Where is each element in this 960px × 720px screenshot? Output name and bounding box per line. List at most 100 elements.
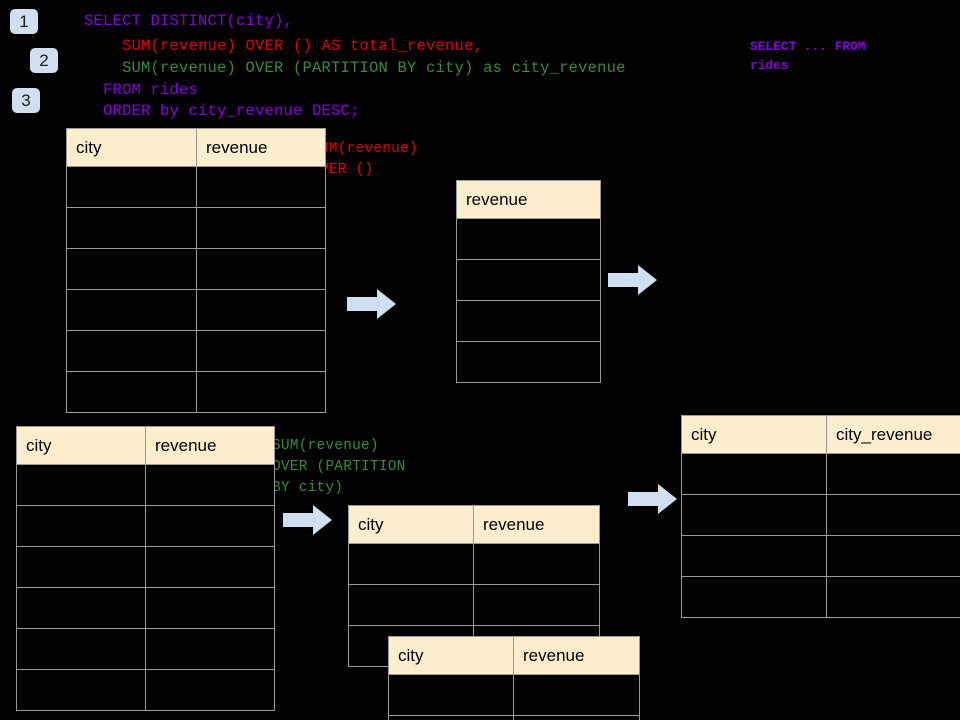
cell-revenue [513, 674, 640, 716]
cell-city [388, 674, 514, 716]
cell-revenue [145, 628, 275, 670]
column-header-revenue: revenue [513, 636, 640, 675]
cell-revenue [145, 669, 275, 711]
cell-revenue [145, 546, 275, 588]
cell-city [66, 330, 197, 372]
cell-revenue [196, 330, 326, 372]
cell-city [16, 669, 146, 711]
cell-city [681, 494, 827, 536]
cell-city [66, 371, 197, 413]
step-badge-1: 1 [10, 9, 38, 34]
table-row [16, 628, 275, 670]
query-line-sum-over-partition: SUM(revenue) OVER (PARTITION BY city) as… [84, 59, 626, 77]
table-row [681, 535, 960, 577]
cell-revenue [456, 259, 601, 301]
table-row [16, 464, 275, 506]
cell-city [66, 248, 197, 290]
table-row [66, 207, 326, 249]
annotation-sum-over-partition: SUM(revenue) OVER (PARTITION BY city) [272, 438, 406, 496]
cell-city [348, 543, 474, 585]
cell-revenue [145, 464, 275, 506]
table-header-row: revenue [456, 180, 601, 219]
table-row [16, 669, 275, 711]
column-header-revenue: revenue [473, 505, 600, 544]
table-row [16, 505, 275, 547]
table-partition-b: city revenue [388, 636, 640, 720]
column-header-revenue: revenue [145, 426, 275, 465]
cell-city-revenue [826, 535, 960, 577]
table-header-row: city city_revenue [681, 415, 960, 454]
cell-city [681, 453, 827, 495]
table-row [66, 166, 326, 208]
cell-city [16, 505, 146, 547]
cell-revenue [196, 371, 326, 413]
arrow-source-to-total [347, 288, 397, 325]
table-row [66, 371, 326, 413]
table-row [388, 674, 640, 716]
table-source-top: city revenue [66, 128, 326, 413]
cell-city [66, 166, 197, 208]
table-source-bottom: city revenue [16, 426, 275, 711]
column-header-revenue: revenue [196, 128, 326, 167]
cell-revenue [196, 289, 326, 331]
cell-revenue [513, 715, 640, 720]
table-row [16, 587, 275, 629]
step-badge-3: 3 [12, 88, 40, 113]
table-header-row: city revenue [388, 636, 640, 675]
table-row [456, 218, 601, 260]
table-row [388, 715, 640, 720]
cell-city [16, 587, 146, 629]
table-header-row: city revenue [16, 426, 275, 465]
table-total-revenue: revenue [456, 180, 601, 383]
cell-city [681, 535, 827, 577]
cell-city [66, 289, 197, 331]
cell-city-revenue [826, 576, 960, 618]
annotation-select-from-rides: SELECT ... FROM rides [750, 40, 866, 73]
query-line-order-by: ORDER by city_revenue DESC; [84, 102, 360, 120]
table-row [681, 576, 960, 618]
cell-revenue [456, 341, 601, 383]
table-row [348, 584, 600, 626]
column-header-revenue: revenue [456, 180, 601, 219]
query-line-from: FROM rides [84, 81, 199, 99]
column-header-city: city [16, 426, 146, 465]
cell-revenue [456, 218, 601, 260]
column-header-city: city [388, 636, 514, 675]
table-row [66, 289, 326, 331]
arrow-partition-to-result [628, 483, 678, 520]
table-row [66, 330, 326, 372]
cell-revenue [456, 300, 601, 342]
table-row [681, 453, 960, 495]
cell-city-revenue [826, 453, 960, 495]
annotation-sum-over-empty: SUM(revenue) OVER () [311, 141, 418, 178]
column-header-city-revenue: city_revenue [826, 415, 960, 454]
table-row [456, 259, 601, 301]
cell-city [388, 715, 514, 720]
cell-city [16, 628, 146, 670]
query-line-select: SELECT DISTINCT(city), [84, 12, 294, 30]
table-row [66, 248, 326, 290]
cell-revenue [196, 207, 326, 249]
cell-city [16, 464, 146, 506]
cell-revenue [473, 584, 600, 626]
cell-revenue [473, 543, 600, 585]
table-row [16, 546, 275, 588]
cell-revenue [145, 587, 275, 629]
arrow-source-to-partition [283, 504, 333, 541]
table-row [348, 543, 600, 585]
column-header-city: city [66, 128, 197, 167]
cell-revenue [196, 248, 326, 290]
column-header-city: city [348, 505, 474, 544]
table-row [681, 494, 960, 536]
cell-city [348, 584, 474, 626]
table-header-row: city revenue [348, 505, 600, 544]
step-badge-2: 2 [30, 48, 58, 73]
cell-revenue [196, 166, 326, 208]
cell-city [681, 576, 827, 618]
cell-revenue [145, 505, 275, 547]
table-result: city city_revenue [681, 415, 960, 618]
table-row [456, 341, 601, 383]
query-line-sum-over-empty: SUM(revenue) OVER () AS total_revenue, [84, 37, 484, 55]
table-row [456, 300, 601, 342]
